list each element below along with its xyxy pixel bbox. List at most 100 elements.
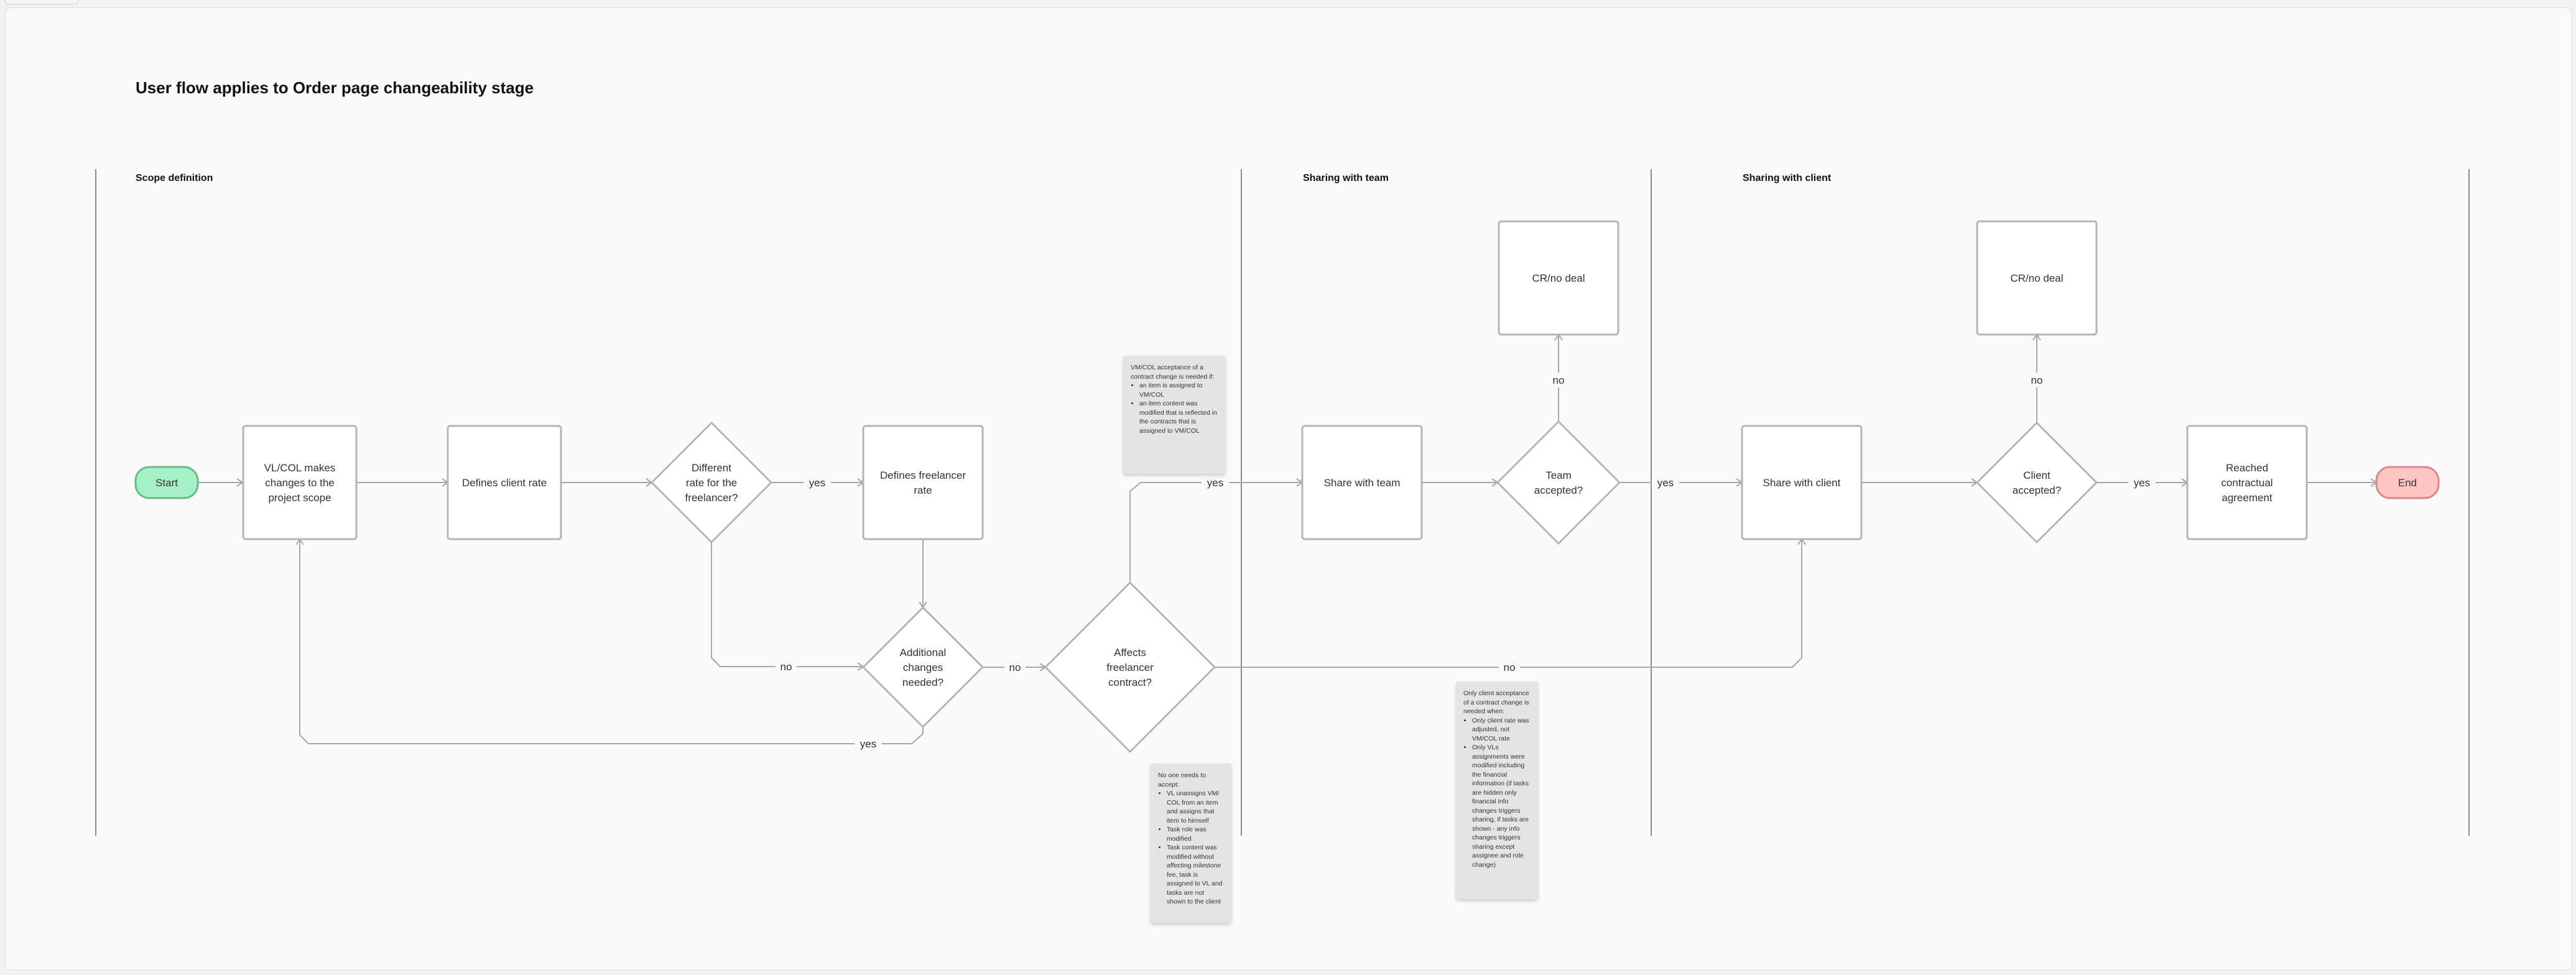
- node-label: VL/COL makes: [264, 462, 336, 474]
- edge-label-bg: [1548, 372, 1569, 387]
- node-label: End: [2398, 477, 2417, 489]
- node-cr-team[interactable]: CR/no deal: [1498, 220, 1619, 336]
- edge-label-no: no: [1009, 662, 1021, 673]
- node-label: freelancer: [1106, 662, 1154, 673]
- node-end[interactable]: End: [2375, 466, 2440, 499]
- node-share-team[interactable]: Share with team: [1301, 425, 1423, 540]
- note-intro: VM/COL acceptance of a contract change i…: [1131, 364, 1215, 381]
- node-cr-client[interactable]: CR/no deal: [1976, 220, 2098, 336]
- diagram-title: User flow applies to Order page changeab…: [136, 78, 534, 97]
- node-client-rate[interactable]: Defines client rate: [447, 425, 562, 540]
- node-label: changes: [903, 662, 943, 673]
- node-label: Start: [155, 477, 178, 489]
- node-label: Defines freelancer: [880, 469, 966, 481]
- node-freelancer-rate[interactable]: Defines freelancer rate: [862, 425, 984, 540]
- edge-label-no: no: [1553, 374, 1565, 386]
- node-label: Additional: [900, 647, 947, 658]
- node-diff-rate[interactable]: Different rate for the freelancer?: [651, 422, 772, 543]
- node-start[interactable]: Start: [134, 466, 199, 499]
- node-label: freelancer?: [685, 492, 738, 504]
- note-item: Only VLs assignments were modified inclu…: [1472, 743, 1531, 869]
- edge-label-no: no: [1504, 662, 1516, 673]
- process-box: [1741, 425, 1863, 540]
- process-box: [447, 425, 562, 540]
- node-label: project scope: [268, 492, 331, 504]
- node-label: Reached: [2226, 462, 2268, 474]
- edge-label-bg: [1004, 660, 1026, 675]
- decision-diamond: [1976, 422, 2098, 543]
- node-label: Client: [2023, 469, 2050, 481]
- node-label: Share with client: [1763, 477, 1841, 489]
- edge-label-bg: [2026, 372, 2047, 387]
- node-label: contractual: [2221, 477, 2273, 489]
- terminal-pill: [134, 466, 199, 499]
- lane-label-client: Sharing with client: [1743, 173, 1832, 183]
- edge-label-yes: yes: [860, 738, 876, 750]
- note-item: an item is assigned to VM/COL: [1139, 381, 1218, 399]
- node-label: Defines client rate: [462, 477, 547, 489]
- node-label: accepted?: [1534, 484, 1583, 496]
- node-share-client[interactable]: Share with client: [1741, 425, 1863, 540]
- process-box: [862, 425, 984, 540]
- edge-label-bg: [1499, 660, 1520, 675]
- node-label: agreement: [2222, 492, 2273, 504]
- edge-label-yes: yes: [809, 477, 825, 489]
- process-box: [242, 425, 358, 540]
- process-box: [1976, 220, 2098, 336]
- note-intro: Only client acceptance of a contract cha…: [1463, 690, 1529, 715]
- note-item: Only client rate was adjusted, not VM/CO…: [1472, 716, 1531, 744]
- lane-label-scope: Scope definition: [136, 173, 213, 183]
- node-label: needed?: [902, 677, 943, 688]
- edge-label-no: no: [781, 661, 792, 673]
- node-label: Share with team: [1324, 477, 1401, 489]
- lane-label-team: Sharing with team: [1303, 173, 1389, 183]
- edge-diff_rate-to-additional: [711, 542, 864, 671]
- note-vm-acceptance: VM/COL acceptance of a contract change i…: [1123, 356, 1225, 474]
- note-item: Task role was modified: [1167, 825, 1224, 843]
- process-box: [2186, 425, 2308, 540]
- node-client-accepted[interactable]: Client accepted?: [1976, 422, 2098, 543]
- node-team-accepted[interactable]: Team accepted?: [1496, 420, 1621, 545]
- terminal-pill: [2375, 466, 2440, 499]
- node-label: Different: [692, 462, 731, 474]
- process-box: [1498, 220, 1619, 336]
- edge-label-yes: yes: [1207, 477, 1223, 489]
- decision-diamond: [651, 422, 772, 543]
- edge-label-bg: [1652, 475, 1679, 490]
- edge-label-bg: [1202, 475, 1229, 490]
- edge-affects-to-share_client: [1215, 538, 1806, 668]
- node-label: changes to the: [265, 477, 335, 489]
- note-item: an item content was modified that is ref…: [1139, 399, 1218, 435]
- node-reached[interactable]: Reached contractual agreement: [2186, 425, 2308, 540]
- note-item: Task content was modified without affect…: [1167, 843, 1224, 907]
- note-only-client: Only client acceptance of a contract cha…: [1456, 682, 1538, 899]
- note-intro: No one needs to accept:: [1158, 772, 1207, 788]
- process-box: [1301, 425, 1423, 540]
- node-label: contract?: [1108, 677, 1152, 688]
- note-item: VL unassigns VM/ COL from an item and as…: [1167, 789, 1224, 825]
- edge-label-yes: yes: [2134, 477, 2150, 489]
- node-additional[interactable]: Additional changes needed?: [862, 606, 984, 728]
- edge-label-bg: [776, 659, 797, 674]
- node-label: CR/no deal: [1532, 272, 1585, 284]
- edge-label-no: no: [2031, 374, 2043, 386]
- edge-label-yes: yes: [1657, 477, 1674, 489]
- node-label: rate for the: [686, 477, 737, 489]
- decision-diamond: [1496, 420, 1621, 545]
- decision-diamond: [862, 606, 984, 728]
- node-label: Affects: [1114, 647, 1146, 658]
- edge-label-bg: [804, 475, 831, 490]
- edge-label-bg: [2128, 475, 2156, 490]
- decision-diamond: [1044, 581, 1216, 753]
- node-label: Team: [1545, 469, 1572, 481]
- node-affects[interactable]: Affects freelancer contract?: [1044, 581, 1216, 753]
- edge-label-bg: [855, 736, 882, 751]
- node-label: CR/no deal: [2010, 272, 2063, 284]
- note-no-one-accept: No one needs to accept: VL unassigns VM/…: [1151, 764, 1231, 923]
- node-vl-changes[interactable]: VL/COL makes changes to the project scope: [242, 425, 358, 540]
- node-label: accepted?: [2013, 484, 2061, 496]
- node-label: rate: [914, 484, 932, 496]
- edge-additional-to-vl_changes: [295, 538, 924, 744]
- edge-affects-to-share_team: [1129, 478, 1304, 583]
